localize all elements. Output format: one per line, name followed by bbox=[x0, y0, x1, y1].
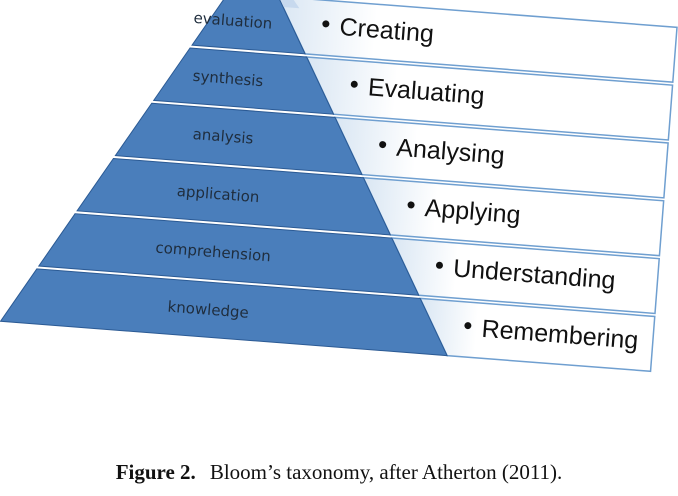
pyramid-tier-analysis bbox=[114, 102, 363, 176]
bullet-remembering bbox=[464, 322, 472, 330]
bullet-applying bbox=[407, 201, 415, 209]
tier-label-analysis: analysis bbox=[192, 125, 254, 148]
pyramid-tier-evaluation bbox=[191, 0, 306, 55]
figure-number: Figure 2. bbox=[115, 460, 196, 484]
pyramid-tier-application bbox=[76, 157, 392, 236]
tilted-diagram-group: evaluation synthesis analysis applicatio… bbox=[0, 0, 678, 373]
pyramid-tier-knowledge bbox=[0, 268, 448, 357]
bullet-evaluating bbox=[350, 80, 358, 88]
figure-caption-text: Bloom’s taxonomy, after Atherton (2011). bbox=[209, 460, 563, 484]
pyramid-tiers bbox=[0, 0, 448, 357]
pyramid-tier-synthesis bbox=[152, 47, 335, 115]
bullet-understanding bbox=[435, 261, 443, 269]
apex-wedge bbox=[278, 0, 300, 9]
bullet-markers bbox=[322, 20, 472, 330]
bullet-creating bbox=[322, 20, 330, 28]
cognitive-process-panels bbox=[276, 0, 678, 373]
figure-caption: Figure 2. Bloom’s taxonomy, after Atherto… bbox=[0, 460, 678, 485]
tier-label-synthesis: synthesis bbox=[192, 67, 264, 90]
pyramid-tier-comprehension bbox=[37, 213, 420, 296]
bullet-analysing bbox=[379, 141, 387, 149]
